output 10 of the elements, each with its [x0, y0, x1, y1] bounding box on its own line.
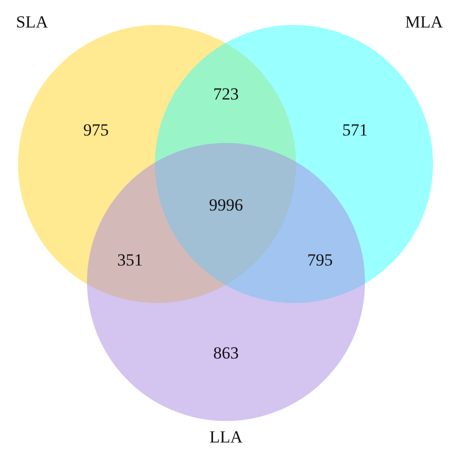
region-count: 863	[213, 344, 239, 362]
set-label: LLA	[209, 428, 243, 446]
region-count: 351	[117, 252, 143, 268]
region-count: 795	[307, 252, 333, 268]
set-label: SLA	[16, 14, 48, 30]
set-label: MLA	[405, 14, 443, 30]
region-count: 723	[213, 86, 239, 102]
region-count: 571	[342, 122, 368, 138]
region-count: 9996	[209, 196, 243, 214]
region-count: 975	[83, 122, 109, 138]
